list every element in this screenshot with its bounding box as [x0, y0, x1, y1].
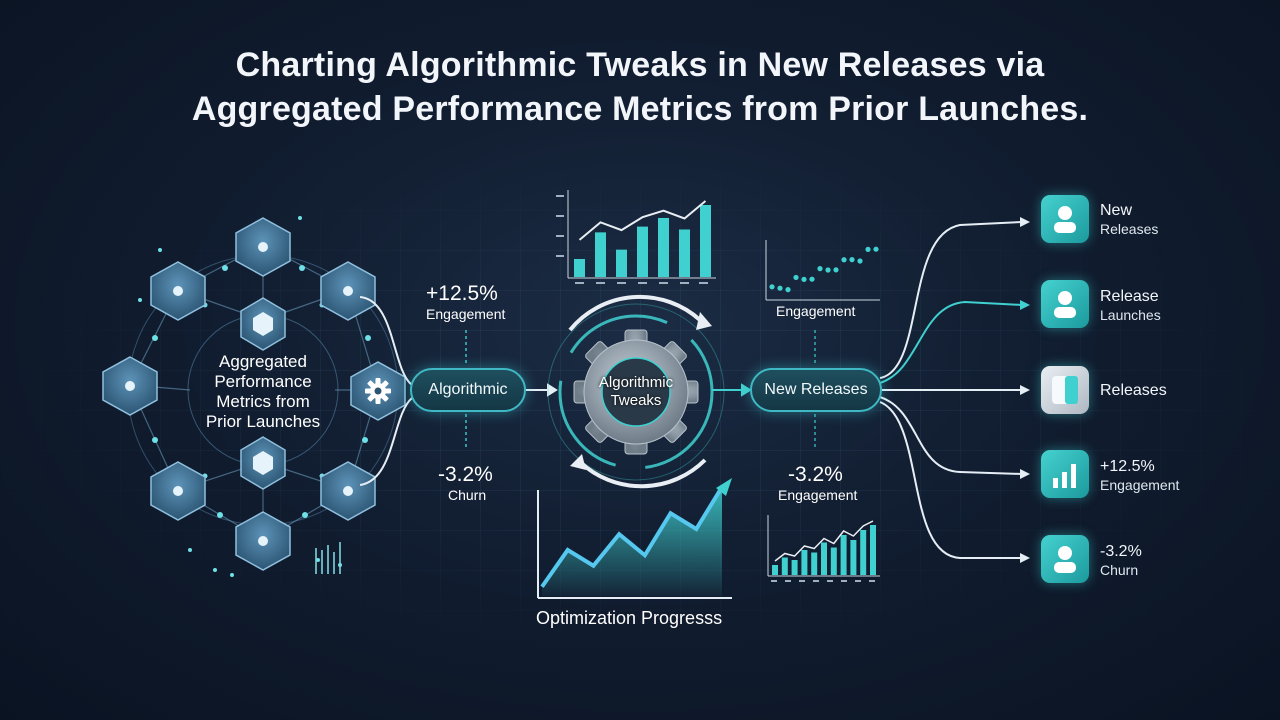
chart-bar — [574, 259, 585, 277]
scatter-point — [825, 267, 831, 273]
chart-bar — [840, 535, 847, 575]
chart-bar — [679, 229, 690, 277]
top-bar-chart — [556, 190, 716, 284]
scatter-point — [873, 246, 879, 252]
bottom-bar-chart — [767, 515, 880, 582]
chart-bar — [700, 205, 711, 277]
scatter-point — [785, 287, 791, 293]
output-icon-user[interactable] — [1041, 195, 1089, 243]
scatter-point — [857, 258, 863, 264]
optimization-chart — [537, 478, 732, 599]
output-label-churn: -3.2% Churn — [1100, 543, 1142, 579]
scatter-chart — [765, 240, 880, 301]
user-icon — [1054, 546, 1076, 573]
chart-bar — [781, 557, 788, 575]
output-connectors — [879, 217, 1030, 563]
scatter-point — [769, 284, 775, 290]
gear-hub — [547, 294, 725, 489]
output-icon-user[interactable] — [1041, 535, 1089, 583]
user-icon — [1054, 206, 1076, 233]
chart-bar — [616, 249, 627, 277]
scatter-point — [849, 257, 855, 263]
hub-network — [102, 216, 406, 577]
gear-icon — [573, 329, 699, 455]
speed-streaks — [980, 211, 1036, 569]
scatter-point — [793, 274, 799, 281]
chart-bar — [830, 547, 837, 575]
scatter-point — [841, 257, 847, 263]
output-label-releases: Releases — [1100, 382, 1167, 399]
scatter-label: Engagement — [776, 303, 856, 319]
gear-label: Algorithmic Tweaks — [576, 374, 696, 410]
page-title-line-2: Aggregated Performance Metrics from Prio… — [191, 90, 1089, 128]
algorithmic-pill[interactable]: Algorithmic — [410, 368, 526, 412]
hub-label-line: Metrics from — [216, 392, 310, 411]
chart-bar — [791, 560, 798, 575]
hub-label-line: Performance — [214, 372, 312, 391]
chart-bar — [870, 525, 876, 575]
output-label-line: +12.5% — [1100, 458, 1155, 475]
chart-bar — [850, 540, 857, 575]
chart-trend-line — [774, 520, 874, 562]
output-icon-panel[interactable] — [1041, 366, 1089, 414]
scatter-point — [809, 276, 815, 282]
chart-bar — [658, 217, 669, 277]
gear-label-line: Tweaks — [610, 392, 662, 409]
chart-bar — [811, 552, 818, 575]
scatter-point — [865, 246, 871, 252]
chart-bar — [801, 550, 808, 575]
scatter-point — [817, 266, 823, 272]
output-label-release-launches: Release Launches — [1100, 288, 1161, 324]
new-releases-pill[interactable]: New Releases — [750, 368, 882, 412]
churn-metric-value: -3.2% — [438, 463, 493, 486]
output-label-line: New — [1100, 202, 1133, 219]
scatter-point — [833, 267, 839, 273]
output-label-engagement: +12.5% Engagement — [1100, 458, 1179, 494]
chart-trend-line — [578, 200, 707, 241]
user-icon — [1054, 291, 1076, 318]
output-icon-chart[interactable] — [1041, 450, 1089, 498]
optimization-label: Optimization Progresss — [536, 608, 723, 628]
hub-connectors — [359, 296, 558, 486]
engagement-metric-value: +12.5% — [426, 282, 498, 305]
chart-bar — [637, 226, 648, 277]
output-label-line: Release — [1100, 288, 1159, 305]
churn-metric-label: Churn — [448, 487, 487, 503]
hub-label-line: Prior Launches — [205, 412, 321, 431]
scatter-point — [777, 285, 783, 291]
chart-bar — [772, 565, 778, 575]
output-label-sub: Releases — [1100, 221, 1159, 237]
page-title-line-1: Charting Algorithmic Tweaks in New Relea… — [235, 46, 1045, 84]
chart-bar — [595, 232, 606, 277]
output-label-sub: Engagement — [1100, 477, 1180, 493]
bar-chart-icon — [1053, 464, 1076, 488]
hub-label: Aggregated Performance Metrics from Prio… — [188, 352, 338, 432]
gear-label-line: Algorithmic — [598, 374, 674, 391]
output-label-sub: Churn — [1100, 562, 1139, 578]
output-label-line: -3.2% — [1100, 543, 1142, 560]
chart-bar — [860, 530, 867, 575]
panel-icon — [1052, 376, 1078, 404]
output-label-sub: Launches — [1100, 307, 1161, 323]
right-metric-value: -3.2% — [788, 463, 843, 486]
chart-bar — [821, 542, 827, 575]
scatter-point — [801, 276, 807, 282]
engagement-metric-label: Engagement — [426, 306, 506, 322]
area-line — [540, 485, 724, 588]
gear-icon — [365, 378, 391, 404]
right-metric-label: Engagement — [778, 487, 858, 503]
hub-label-line: Aggregated — [219, 352, 307, 371]
output-label-new-releases: New Releases — [1100, 202, 1158, 238]
area-fill — [542, 487, 722, 596]
output-icon-user[interactable] — [1041, 280, 1089, 328]
